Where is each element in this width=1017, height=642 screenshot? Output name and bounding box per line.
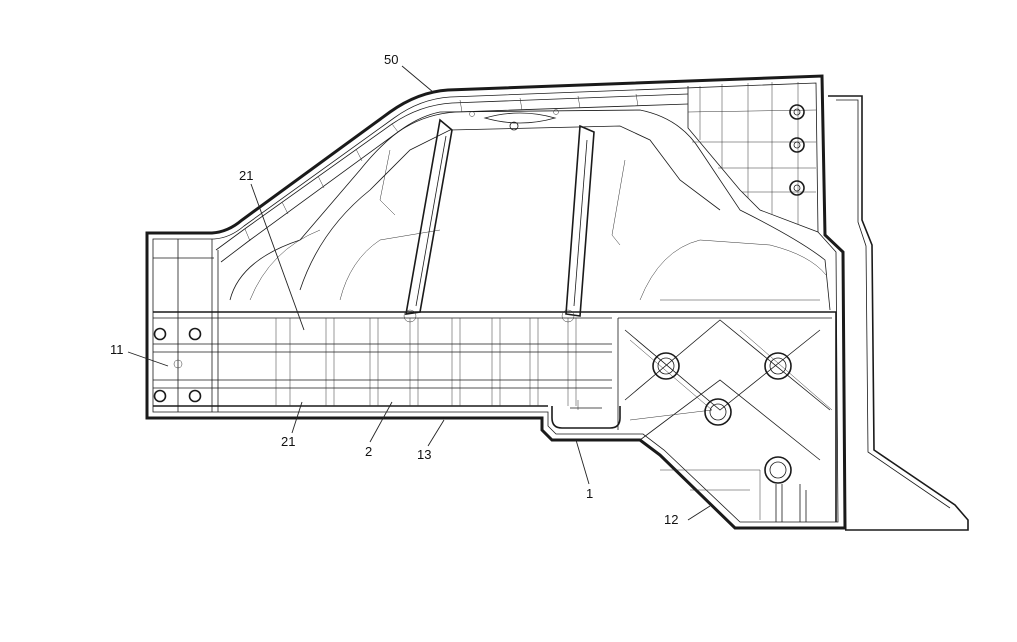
upper-rail	[215, 93, 689, 263]
reference-numerals: 50 21 11 21 2 13 1 12	[110, 52, 678, 527]
lower-beam-grid	[153, 239, 612, 412]
label-50: 50	[384, 52, 398, 67]
struts	[405, 118, 595, 317]
inner-cavity	[229, 109, 831, 311]
label-12: 12	[664, 512, 678, 527]
leader-21-top	[250, 183, 305, 331]
upper-right-grid	[687, 82, 819, 233]
leader-11	[127, 351, 169, 367]
label-2: 2	[365, 444, 372, 459]
leader-2	[369, 401, 393, 443]
leader-50	[401, 65, 434, 93]
rear-flange	[828, 95, 969, 531]
leader-21-bottom	[291, 401, 303, 434]
node-casting	[612, 311, 837, 522]
label-1: 1	[586, 486, 593, 501]
leader-1	[575, 439, 590, 485]
left-end-cap	[153, 257, 214, 403]
leader-lines	[127, 65, 711, 521]
label-21-top: 21	[239, 168, 253, 183]
label-21-bottom: 21	[281, 434, 295, 449]
outer-profile	[145, 74, 847, 530]
label-13: 13	[417, 447, 431, 462]
leader-12	[687, 505, 711, 521]
label-11: 11	[110, 342, 124, 357]
leader-13	[427, 419, 445, 447]
bottom-bracket	[551, 400, 621, 429]
